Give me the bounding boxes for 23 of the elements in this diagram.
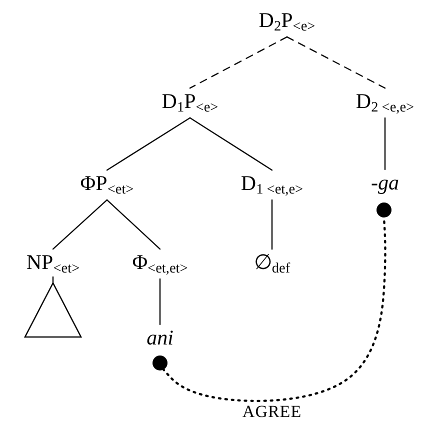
- tree-branch: [384, 117, 386, 170]
- tree-branch: [52, 276, 54, 285]
- tree-branch: [106, 199, 161, 250]
- dot-marker: [152, 355, 168, 371]
- dot-marker: [376, 202, 392, 218]
- tree-node-label: -ga: [371, 172, 399, 194]
- tree-branch: [106, 117, 191, 171]
- triangle-shape: [24, 282, 82, 338]
- tree-branch: [189, 36, 288, 89]
- tree-node-label: D$_{1 <et,e>}$: [240, 173, 304, 197]
- tree-branch: [52, 199, 108, 250]
- tree-node-label: ∅$_{def}$: [254, 252, 290, 276]
- tree-node-label: D$_{1}$P$_{<e>}$: [162, 91, 218, 115]
- tree-node-label: D$_{2}$P$_{<e>}$: [258, 10, 316, 34]
- tree-node-label: ΦP$_{<et>}$: [80, 173, 134, 197]
- tree-node-label: D$_{2 <e,e>}$: [356, 91, 414, 115]
- tree-node-label: NP$_{<et>}$: [26, 252, 80, 276]
- tree-node-label: Φ$_{<et,et>}$: [132, 252, 188, 276]
- tree-branch: [189, 117, 273, 171]
- tree-branch: [159, 278, 161, 326]
- tree-branch: [286, 36, 386, 89]
- tree-branch: [271, 199, 273, 250]
- tree-node-label: ani: [146, 328, 174, 348]
